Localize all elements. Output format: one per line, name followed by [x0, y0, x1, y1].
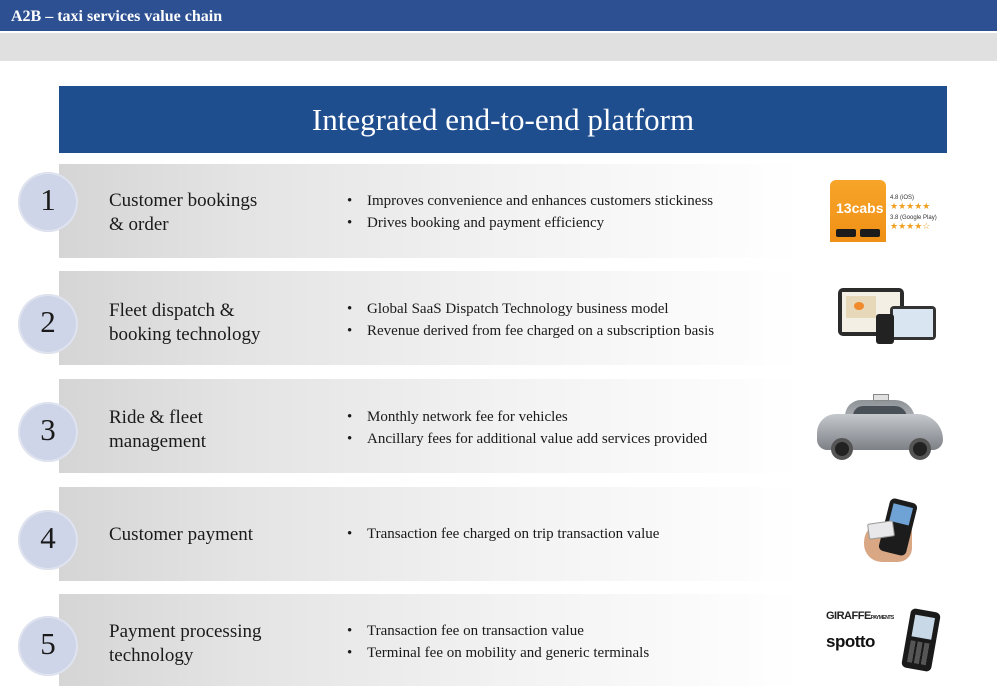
stage-name: Fleet dispatch & booking technology — [109, 300, 261, 345]
app-image: 13cabs 4.8 (iOS) ★★★★★ 3.8 (Google Play)… — [826, 180, 946, 244]
tablet-small-image — [890, 306, 936, 340]
stage-number-circle: 2 — [18, 294, 78, 354]
stage-bullets: Global SaaS Dispatch Technology business… — [346, 298, 714, 342]
stage-number-circle: 3 — [18, 402, 78, 462]
platform-header: Integrated end-to-end platform — [59, 86, 947, 153]
bullet-item: Monthly network fee for vehicles — [346, 406, 707, 428]
app-store-badge — [836, 229, 856, 237]
card-payment-image — [862, 497, 922, 568]
bullet-item: Ancillary fees for additional value add … — [346, 428, 707, 450]
stage-number: 3 — [40, 412, 56, 447]
stage-name: Customer bookings & order — [109, 190, 258, 235]
stage-bullets: Monthly network fee for vehicles Ancilla… — [346, 406, 707, 450]
bullet-item: Improves convenience and enhances custom… — [346, 190, 713, 212]
bullet-item: Transaction fee charged on trip transact… — [346, 523, 659, 545]
star-rating-icon: ★★★★★ — [890, 201, 931, 211]
phone-image: 13cabs — [830, 180, 886, 242]
stage-name: Payment processing technology — [109, 621, 262, 666]
payment-processing-image: GIRAFFEPAYMENTS spotto — [826, 600, 946, 678]
bullet-item: Global SaaS Dispatch Technology business… — [346, 298, 714, 320]
stage-bullets: Improves convenience and enhances custom… — [346, 190, 713, 234]
stage-number: 5 — [40, 626, 56, 661]
bullet-item: Drives booking and payment efficiency — [346, 212, 713, 234]
ios-rating: 4.8 (iOS) — [890, 195, 915, 201]
stage-number-circle: 4 — [18, 510, 78, 570]
bullet-item: Transaction fee on transaction value — [346, 620, 649, 642]
stage-number: 1 — [40, 182, 56, 217]
dispatch-devices-image — [830, 284, 945, 348]
phone-image — [876, 314, 894, 344]
taxi-car-image — [815, 394, 947, 464]
stage-name: Ride & fleet management — [109, 407, 207, 452]
bullet-item: Revenue derived from fee charged on a su… — [346, 320, 714, 342]
google-play-badge — [860, 229, 880, 237]
slide-title: A2B – taxi services value chain — [11, 8, 223, 25]
platform-header-text: Integrated end-to-end platform — [311, 102, 695, 137]
star-rating-icon: ★★★★☆ — [890, 221, 931, 231]
subtitle-band — [0, 33, 997, 61]
stage-bullets: Transaction fee on transaction value Ter… — [346, 620, 649, 664]
payment-terminal-icon — [901, 607, 941, 673]
spotto-logo: spotto — [826, 632, 875, 651]
slide-title-bar: A2B – taxi services value chain — [0, 0, 997, 33]
stage-number-circle: 1 — [18, 172, 78, 232]
taxi-sign-icon — [873, 394, 889, 401]
stage-number: 4 — [40, 520, 56, 555]
bullet-item: Terminal fee on mobility and generic ter… — [346, 642, 649, 664]
stage-bullets: Transaction fee charged on trip transact… — [346, 523, 659, 545]
stage-number: 2 — [40, 304, 56, 339]
stage-name: Customer payment — [109, 524, 254, 545]
giraffe-payments-logo: GIRAFFEPAYMENTS — [826, 610, 894, 622]
stage-number-circle: 5 — [18, 616, 78, 676]
app-brand: 13cabs — [836, 200, 884, 216]
android-rating: 3.8 (Google Play) — [890, 215, 937, 221]
